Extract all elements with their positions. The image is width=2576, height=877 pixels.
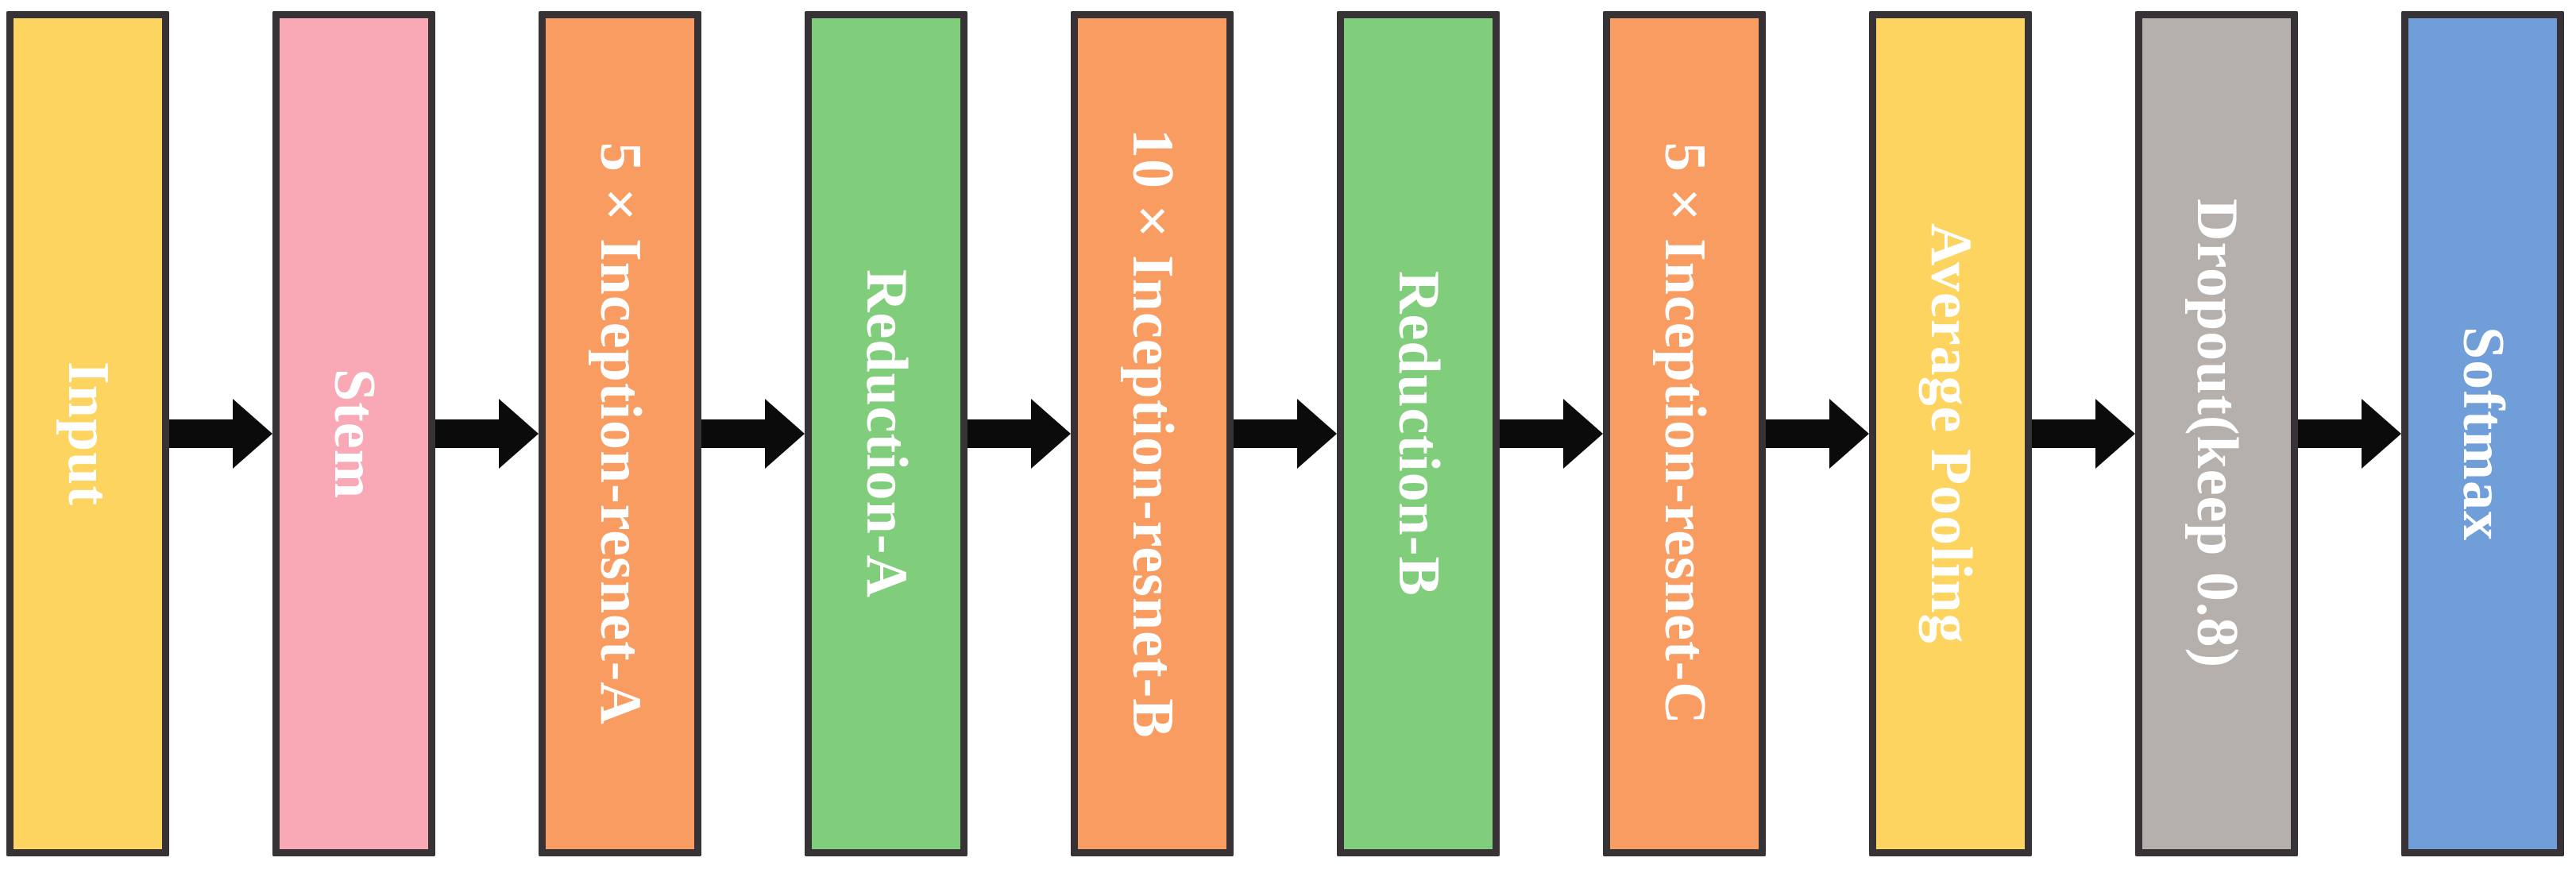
right-arrow-icon (1234, 399, 1337, 469)
block-stem: Stem (272, 11, 435, 856)
block-average-pooling: Average Pooling (1869, 11, 2032, 856)
flow-arrow-4 (967, 11, 1071, 856)
block-input: Input (6, 11, 169, 856)
block-inception-resnet-a: 5×Inception-resnet-A (539, 11, 701, 856)
flow-arrow-3 (701, 11, 805, 856)
block-label-average-pooling: Average Pooling (1918, 223, 1983, 644)
flow-arrow-6 (1500, 11, 1603, 856)
flow-arrow-5 (1234, 11, 1337, 856)
block-inception-resnet-c: 5×Inception-resnet-C (1603, 11, 1766, 856)
block-label-reduction-a: Reduction-A (854, 269, 919, 598)
right-arrow-icon (169, 399, 272, 469)
flow-arrow-1 (169, 11, 272, 856)
right-arrow-icon (967, 399, 1071, 469)
flow-arrow-2 (435, 11, 539, 856)
block-label-input: Input (56, 361, 121, 506)
block-label-stem: Stem (322, 368, 387, 500)
architecture-flow-diagram: Input Stem 5×Inception-resnet-A Reduction-A… (6, 11, 2564, 856)
right-arrow-icon (1766, 399, 1869, 469)
block-label-reduction-b: Reduction-B (1386, 271, 1451, 597)
block-reduction-a: Reduction-A (805, 11, 967, 856)
right-arrow-icon (2032, 399, 2135, 469)
block-reduction-b: Reduction-B (1337, 11, 1500, 856)
flow-arrow-8 (2032, 11, 2135, 856)
block-label-dropout: Dropout(keep 0.8) (2184, 199, 2250, 669)
block-softmax: Softmax (2401, 11, 2564, 856)
right-arrow-icon (2298, 399, 2401, 469)
right-arrow-icon (435, 399, 539, 469)
block-label-softmax: Softmax (2450, 326, 2516, 542)
block-label-inception-resnet-c: 5×Inception-resnet-C (1652, 142, 1717, 725)
block-dropout: Dropout(keep 0.8) (2135, 11, 2298, 856)
flow-arrow-7 (1766, 11, 1869, 856)
right-arrow-icon (701, 399, 805, 469)
block-label-inception-resnet-a: 5×Inception-resnet-A (588, 142, 653, 725)
flow-arrow-9 (2298, 11, 2401, 856)
block-label-inception-resnet-b: 10×Inception-resnet-B (1120, 129, 1185, 739)
block-inception-resnet-b: 10×Inception-resnet-B (1071, 11, 1234, 856)
right-arrow-icon (1500, 399, 1603, 469)
